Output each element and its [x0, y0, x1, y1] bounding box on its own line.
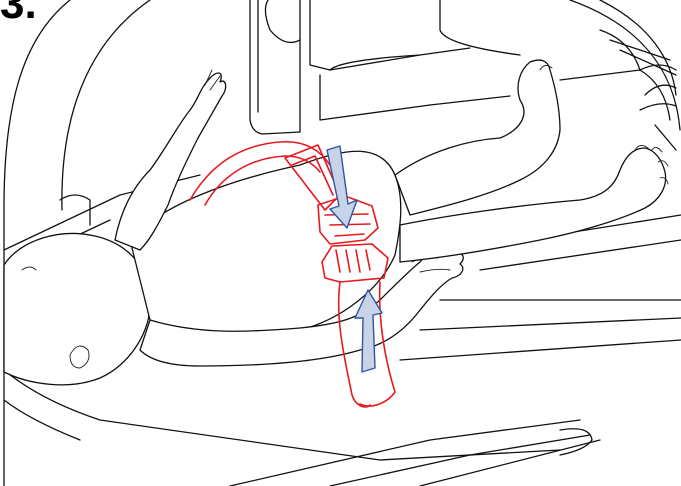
step-number: 3. — [0, 0, 37, 26]
